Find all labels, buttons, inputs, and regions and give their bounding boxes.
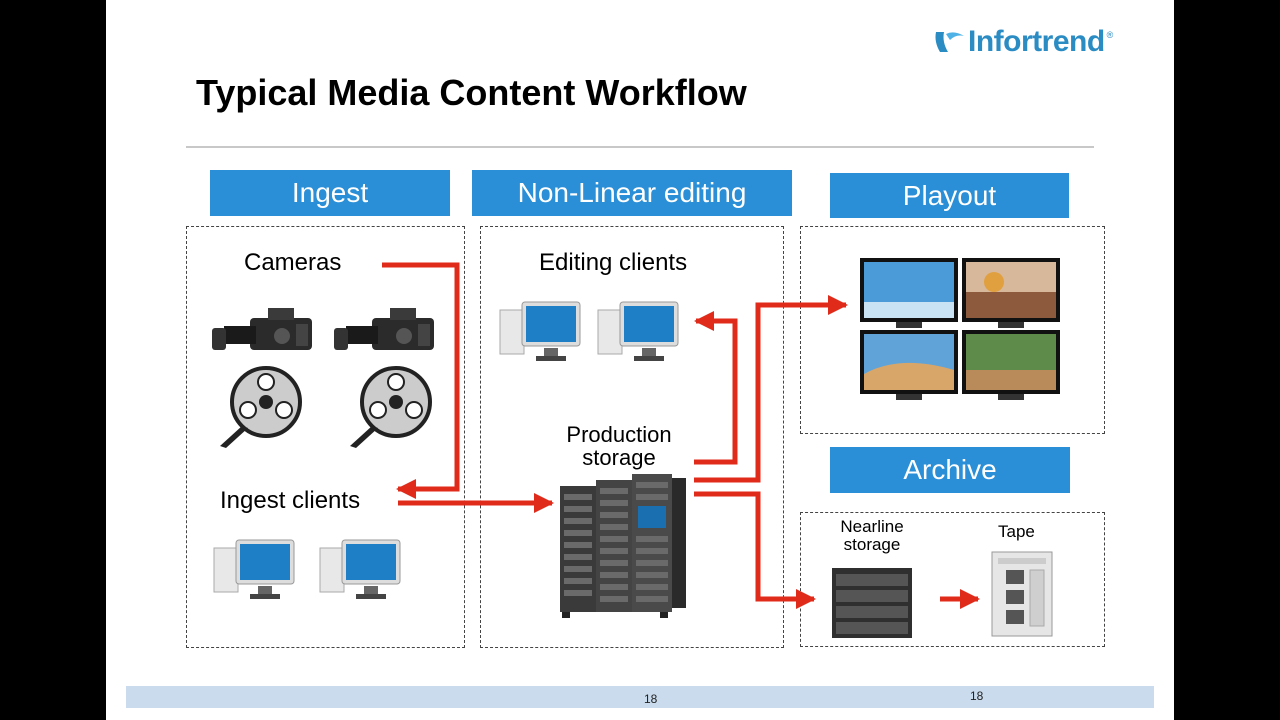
title-divider	[186, 146, 1094, 148]
video-camera-icon	[334, 308, 434, 350]
slide: Infortrend ® Typical Media Content Workf…	[106, 0, 1174, 720]
archive-header: Archive	[830, 447, 1070, 493]
tv-monitor-icon	[962, 258, 1060, 328]
playout-header: Playout	[830, 173, 1069, 218]
page-number-center: 18	[644, 692, 658, 706]
video-camera-icon	[212, 308, 312, 350]
ingest-panel	[186, 226, 465, 648]
desktop-computer-icon	[319, 539, 401, 599]
nearline-storage-label: Nearline storage	[840, 517, 904, 554]
tape-label: Tape	[998, 522, 1035, 541]
tv-monitor-icon	[860, 258, 958, 328]
nearline-storage-icon	[832, 568, 912, 638]
editing-clients-label: Editing clients	[539, 249, 688, 276]
tape-library-icon	[991, 551, 1053, 637]
footer-bar	[126, 686, 1154, 708]
server-rack-icon	[560, 474, 686, 618]
slide-title: Typical Media Content Workflow	[196, 72, 747, 113]
logo-registered-mark: ®	[1106, 30, 1114, 40]
ingest-header: Ingest	[210, 170, 450, 216]
logo-swoosh-icon	[935, 32, 964, 52]
desktop-computer-icon	[499, 301, 581, 361]
film-reel-icon	[220, 366, 302, 448]
page-number-right: 18	[970, 689, 984, 703]
cameras-label: Cameras	[244, 249, 342, 276]
desktop-computer-icon	[213, 539, 295, 599]
tv-monitor-icon	[860, 330, 958, 400]
infortrend-logo: Infortrend ®	[932, 22, 1113, 62]
logo-text: Infortrend	[968, 25, 1105, 58]
film-reel-icon	[350, 366, 432, 448]
tv-monitor-icon	[962, 330, 1060, 400]
production-storage-label: Production storage	[566, 422, 672, 470]
ingest-clients-label: Ingest clients	[220, 487, 361, 514]
nle-header: Non-Linear editing	[472, 170, 792, 216]
desktop-computer-icon	[597, 301, 679, 361]
